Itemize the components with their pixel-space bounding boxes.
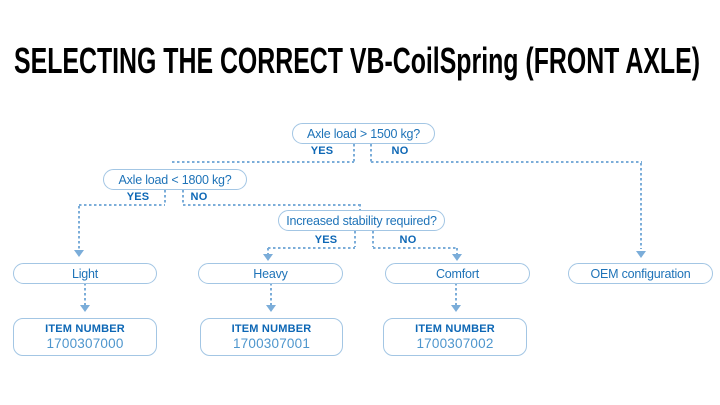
item3-number: 1700307002	[416, 336, 494, 351]
arrowhead-item1	[80, 305, 90, 312]
connector-d2-no-to-d3	[183, 204, 361, 206]
connector-d1-yes-stub	[353, 144, 355, 162]
option-light-label: Light	[71, 266, 99, 281]
arrowhead-heavy	[263, 254, 273, 261]
connector-d3-yes-to-heavy	[268, 247, 355, 249]
decision2-no-label: NO	[190, 191, 208, 203]
arrowhead-comfort	[452, 254, 462, 261]
decision1-yes-label: YES	[310, 145, 334, 157]
connector-heavy-to-item	[270, 283, 272, 305]
option-light: Light	[13, 263, 157, 284]
decision-increased-stability-label: Increased stability required?	[286, 213, 437, 228]
page-title: SELECTING THE CORRECT VB-CoilSpring (FRO…	[14, 40, 700, 81]
option-comfort-label: Comfort	[435, 266, 480, 281]
decision2-yes-label: YES	[126, 191, 150, 203]
decision-axle-load-1500-label: Axle load > 1500 kg?	[306, 126, 421, 141]
connector-heavy-drop	[267, 248, 269, 254]
arrowhead-light	[74, 250, 84, 257]
arrowhead-oem	[636, 251, 646, 258]
decision-axle-load-1500: Axle load > 1500 kg?	[292, 123, 435, 144]
arrowhead-item2	[266, 305, 276, 312]
option-oem-configuration-label: OEM configuration	[590, 266, 691, 281]
decision3-no-label: NO	[399, 234, 417, 246]
connector-d3-entry-stub	[359, 204, 361, 210]
connector-d2-yes-to-light	[79, 204, 165, 206]
option-oem-configuration: OEM configuration	[568, 263, 713, 284]
connector-comfort-to-item	[455, 283, 457, 305]
connector-light-to-item	[84, 283, 86, 305]
connector-d3-yes-stub	[354, 231, 356, 247]
connector-d2-no-stub	[182, 190, 184, 205]
item1-heading: ITEM NUMBER	[45, 323, 125, 335]
item-number-box-heavy: ITEM NUMBER 1700307001	[200, 318, 343, 356]
connector-d1-no-stub	[370, 144, 372, 162]
connector-light-drop	[78, 206, 80, 250]
option-comfort: Comfort	[385, 263, 530, 284]
connector-d1-no-to-oem	[371, 161, 642, 163]
decision3-yes-label: YES	[314, 234, 338, 246]
connector-comfort-drop	[456, 248, 458, 254]
connector-d2-yes-stub	[164, 190, 166, 205]
decision-axle-load-1800: Axle load < 1800 kg?	[103, 169, 247, 190]
connector-d3-no-to-comfort	[373, 247, 457, 249]
connector-d3-no-stub	[372, 231, 374, 247]
arrowhead-item3	[451, 305, 461, 312]
item1-number: 1700307000	[46, 336, 124, 351]
option-heavy: Heavy	[198, 263, 343, 284]
decision-increased-stability: Increased stability required?	[278, 210, 445, 231]
item2-number: 1700307001	[232, 336, 311, 351]
item-number-box-comfort: ITEM NUMBER 1700307002	[383, 318, 527, 356]
decision1-no-label: NO	[391, 145, 409, 157]
decision-axle-load-1800-label: Axle load < 1800 kg?	[118, 172, 232, 187]
item3-heading: ITEM NUMBER	[415, 323, 495, 335]
connector-d1-yes-to-d2	[172, 161, 354, 163]
item2-heading: ITEM NUMBER	[231, 323, 312, 335]
option-heavy-label: Heavy	[253, 266, 288, 281]
item-number-box-light: ITEM NUMBER 1700307000	[13, 318, 157, 356]
connector-oem-drop	[640, 163, 642, 249]
